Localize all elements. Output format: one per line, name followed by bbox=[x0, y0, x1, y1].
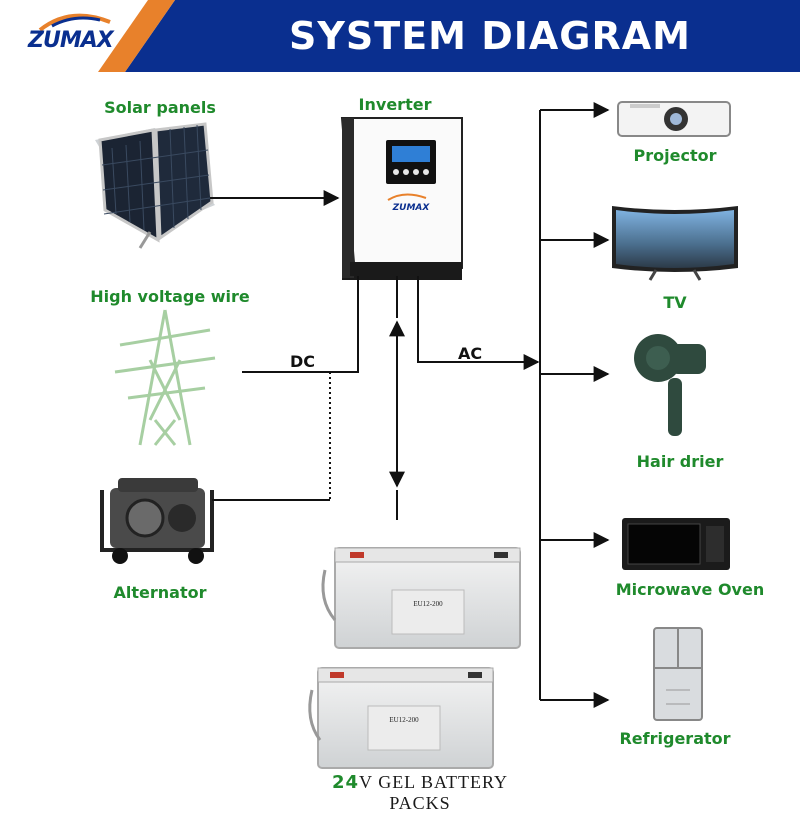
tv-label: TV bbox=[663, 293, 687, 312]
hair-drier-label: Hair drier bbox=[636, 452, 724, 471]
logo-swoosh-icon bbox=[38, 13, 111, 32]
alternator-label: Alternator bbox=[113, 583, 207, 602]
inverter-icon bbox=[340, 117, 463, 280]
ac-flow-label: AC bbox=[458, 344, 483, 363]
dc-line bbox=[242, 276, 359, 373]
inverter-brand-label: ZUMAX bbox=[392, 203, 430, 213]
battery-model-label-top: EU12-200 bbox=[413, 600, 443, 608]
refrigerator-label: Refrigerator bbox=[619, 729, 731, 748]
tv-icon bbox=[612, 206, 738, 281]
hair-drier-icon bbox=[634, 334, 706, 436]
brand-logo: ZUMAX bbox=[28, 28, 114, 53]
ac-line bbox=[417, 276, 540, 370]
projector-icon bbox=[617, 101, 731, 137]
page-title: SYSTEM DIAGRAM bbox=[289, 14, 691, 58]
solar-panels-icon bbox=[95, 122, 215, 249]
connection-lines bbox=[210, 102, 610, 708]
battery-pack-icon: EU12-200 bbox=[321, 547, 521, 649]
projector-label: Projector bbox=[633, 146, 717, 165]
header: ZUMAX SYSTEM DIAGRAM bbox=[0, 0, 800, 72]
battery-caption-text: V GEL BATTERY PACKS bbox=[359, 772, 509, 813]
battery-caption: 24V GEL BATTERY PACKS bbox=[300, 772, 540, 814]
solar-panels-label: Solar panels bbox=[104, 98, 216, 117]
high-voltage-wire-label: High voltage wire bbox=[90, 287, 250, 306]
alternator-icon bbox=[100, 478, 214, 564]
brand-logo-text: ZUMAX bbox=[28, 28, 114, 53]
battery-model-label-bottom: EU12-200 bbox=[389, 716, 419, 724]
microwave-icon bbox=[622, 518, 730, 570]
refrigerator-icon bbox=[653, 627, 703, 721]
high-voltage-tower-icon bbox=[114, 309, 216, 446]
header-band bbox=[0, 0, 800, 72]
dc-flow-label: DC bbox=[290, 352, 316, 371]
battery-pack-icon: EU12-200 bbox=[308, 667, 494, 769]
battery-voltage: 24 bbox=[331, 772, 360, 793]
microwave-oven-label: Microwave Oven bbox=[615, 580, 765, 599]
inverter-label: Inverter bbox=[358, 95, 432, 114]
